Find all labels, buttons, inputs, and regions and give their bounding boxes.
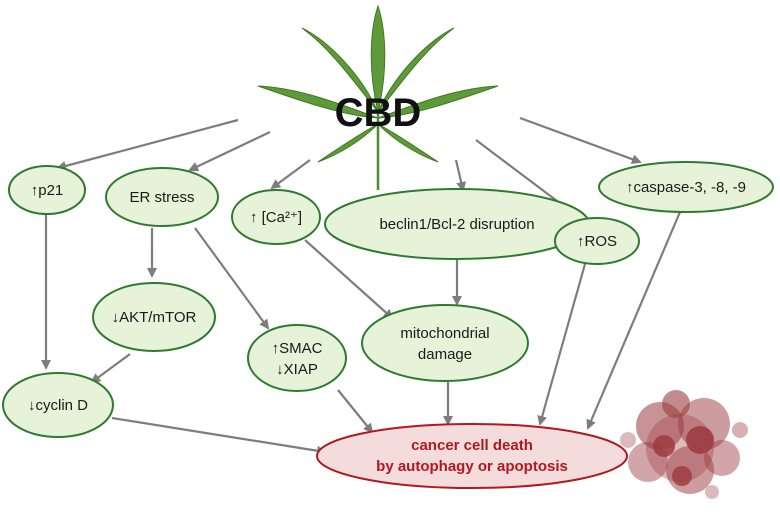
arrow-cbd-to-caspase [519, 116, 642, 164]
node-cyclin-d-label: ↓cyclin D [28, 397, 88, 414]
arrow-cyclin-to-death [111, 416, 327, 456]
arrows [41, 116, 682, 456]
node-caspase: ↑caspase-3, -8, -9 [598, 161, 774, 213]
node-smac-label: ↑SMAC [272, 340, 323, 357]
arrow-caspase-to-death [586, 211, 682, 430]
arrow-cbd-to-er-stress [188, 131, 271, 172]
node-ros-label: ↑ROS [577, 233, 617, 250]
arrow-cbd-to-beclin [454, 159, 467, 192]
node-mito-line2: damage [418, 346, 472, 363]
arrow-ros-to-death [537, 263, 587, 426]
node-p21-label: ↑p21 [31, 182, 64, 199]
node-mitochondrial-damage: mitochondrial damage [361, 304, 529, 382]
node-er-stress-label: ER stress [129, 189, 194, 206]
node-xiap-label: ↓XIAP [276, 361, 318, 378]
node-ros: ↑ROS [554, 217, 640, 265]
node-er-stress: ER stress [105, 167, 219, 227]
node-beclin: beclin1/Bcl-2 disruption [324, 188, 590, 260]
arrow-cbd-to-calcium [270, 159, 311, 190]
arrow-cbd-to-p21 [56, 118, 239, 171]
arrow-akt-to-cyclin [90, 353, 131, 384]
node-akt-mtor-label: ↓AKT/mTOR [112, 309, 197, 326]
arrow-smac-to-death [337, 389, 374, 434]
node-p21: ↑p21 [8, 165, 86, 215]
node-calcium-label: ↑ [Ca²⁺] [250, 209, 302, 226]
node-smac-xiap: ↑SMAC ↓XIAP [247, 324, 347, 392]
node-mito-line1: mitochondrial [400, 325, 489, 342]
arrow-calcium-to-mito [304, 239, 394, 320]
cbd-label: CBD [335, 91, 422, 135]
outcome-cancer-cell-death: cancer cell death by autophagy or apopto… [316, 423, 628, 489]
node-cyclin-d: ↓cyclin D [2, 372, 114, 438]
node-caspase-label: ↑caspase-3, -8, -9 [626, 179, 746, 196]
arrow-er-to-smac [194, 227, 270, 330]
cancer-cell-cluster-icon [620, 390, 748, 499]
node-calcium: ↑ [Ca²⁺] [231, 189, 321, 245]
outcome-line1: cancer cell death [411, 437, 533, 454]
node-akt-mtor: ↓AKT/mTOR [92, 282, 216, 352]
outcome-line2: by autophagy or apoptosis [376, 458, 568, 475]
node-beclin-label: beclin1/Bcl-2 disruption [379, 216, 534, 233]
cannabis-leaf-icon [257, 4, 499, 190]
